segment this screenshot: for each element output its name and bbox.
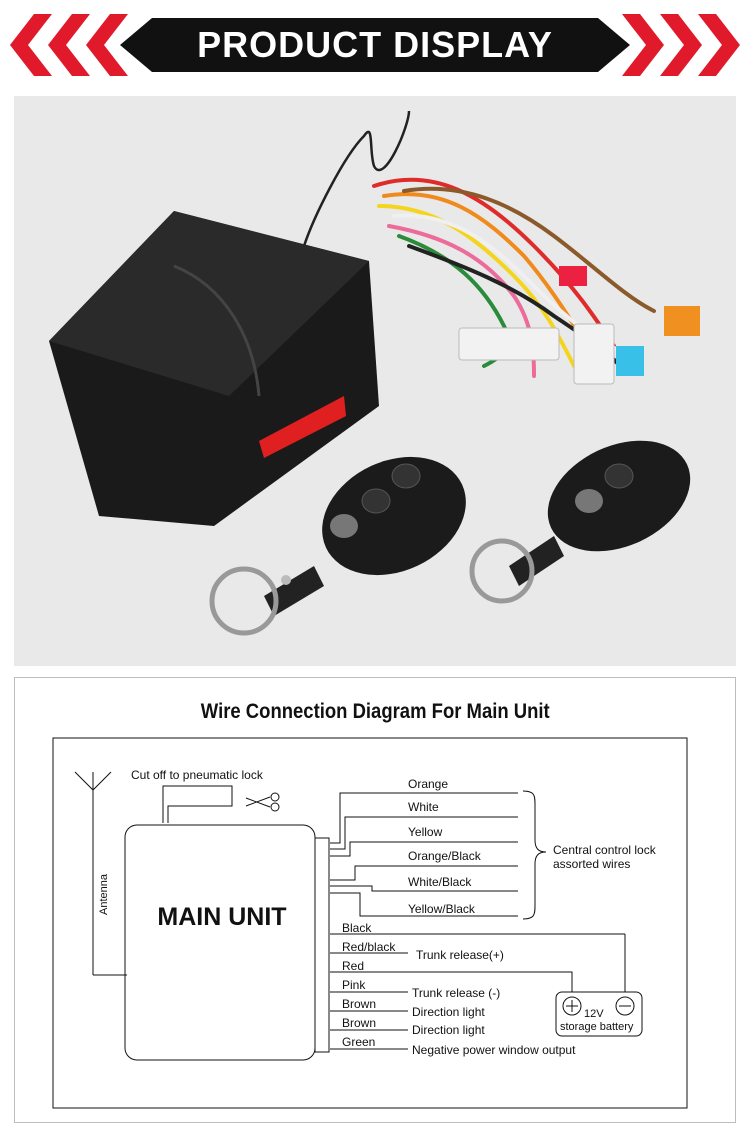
trunk-release-positive-label: Trunk release(+) [416, 948, 504, 962]
wire-label-yellow: Yellow [408, 825, 443, 839]
wire-label-brown-2: Brown [342, 1016, 377, 1030]
battery-label: storage battery [560, 1021, 634, 1033]
product-photo [14, 96, 736, 666]
antenna-label: Antenna [98, 874, 110, 915]
banner-title: PRODUCT DISPLAY [197, 24, 553, 65]
lock-group-label: Central control lock [553, 843, 656, 857]
trunk-release-negative-label: Trunk release (-) [412, 986, 501, 1000]
header-banner: PRODUCT DISPLAY [0, 0, 750, 90]
direction-light-label-2: Direction light [412, 1023, 485, 1037]
lock-group-label-2: assorted wires [553, 857, 631, 871]
cut-off-label: Cut off to pneumatic lock [131, 768, 263, 782]
direction-light-label-1: Direction light [412, 1005, 485, 1019]
wire-label-white: White [408, 800, 439, 814]
wire-label-black: Black [342, 921, 372, 935]
wire-label-red: Red [342, 959, 365, 973]
battery-voltage-label: 12V [584, 1008, 604, 1020]
wire-label-white-black: White/Black [408, 875, 472, 889]
product-photo-illustration [49, 110, 700, 636]
wire-label-brown-1: Brown [342, 997, 377, 1011]
banner-graphic [10, 14, 740, 76]
wire-label-orange: Orange [408, 777, 449, 791]
wire-label-orange-black: Orange/Black [408, 849, 481, 863]
main-unit-label: MAIN UNIT [157, 903, 287, 931]
diagram-title: Wire Connection Diagram For Main Unit [200, 700, 550, 723]
wire-label-red-black: Red/black [342, 940, 396, 954]
wire-label-yellow-black: Yellow/Black [408, 902, 475, 916]
power-window-label: Negative power window output [412, 1043, 576, 1057]
wire-label-green: Green [342, 1035, 376, 1049]
wire-label-pink: Pink [342, 978, 366, 992]
